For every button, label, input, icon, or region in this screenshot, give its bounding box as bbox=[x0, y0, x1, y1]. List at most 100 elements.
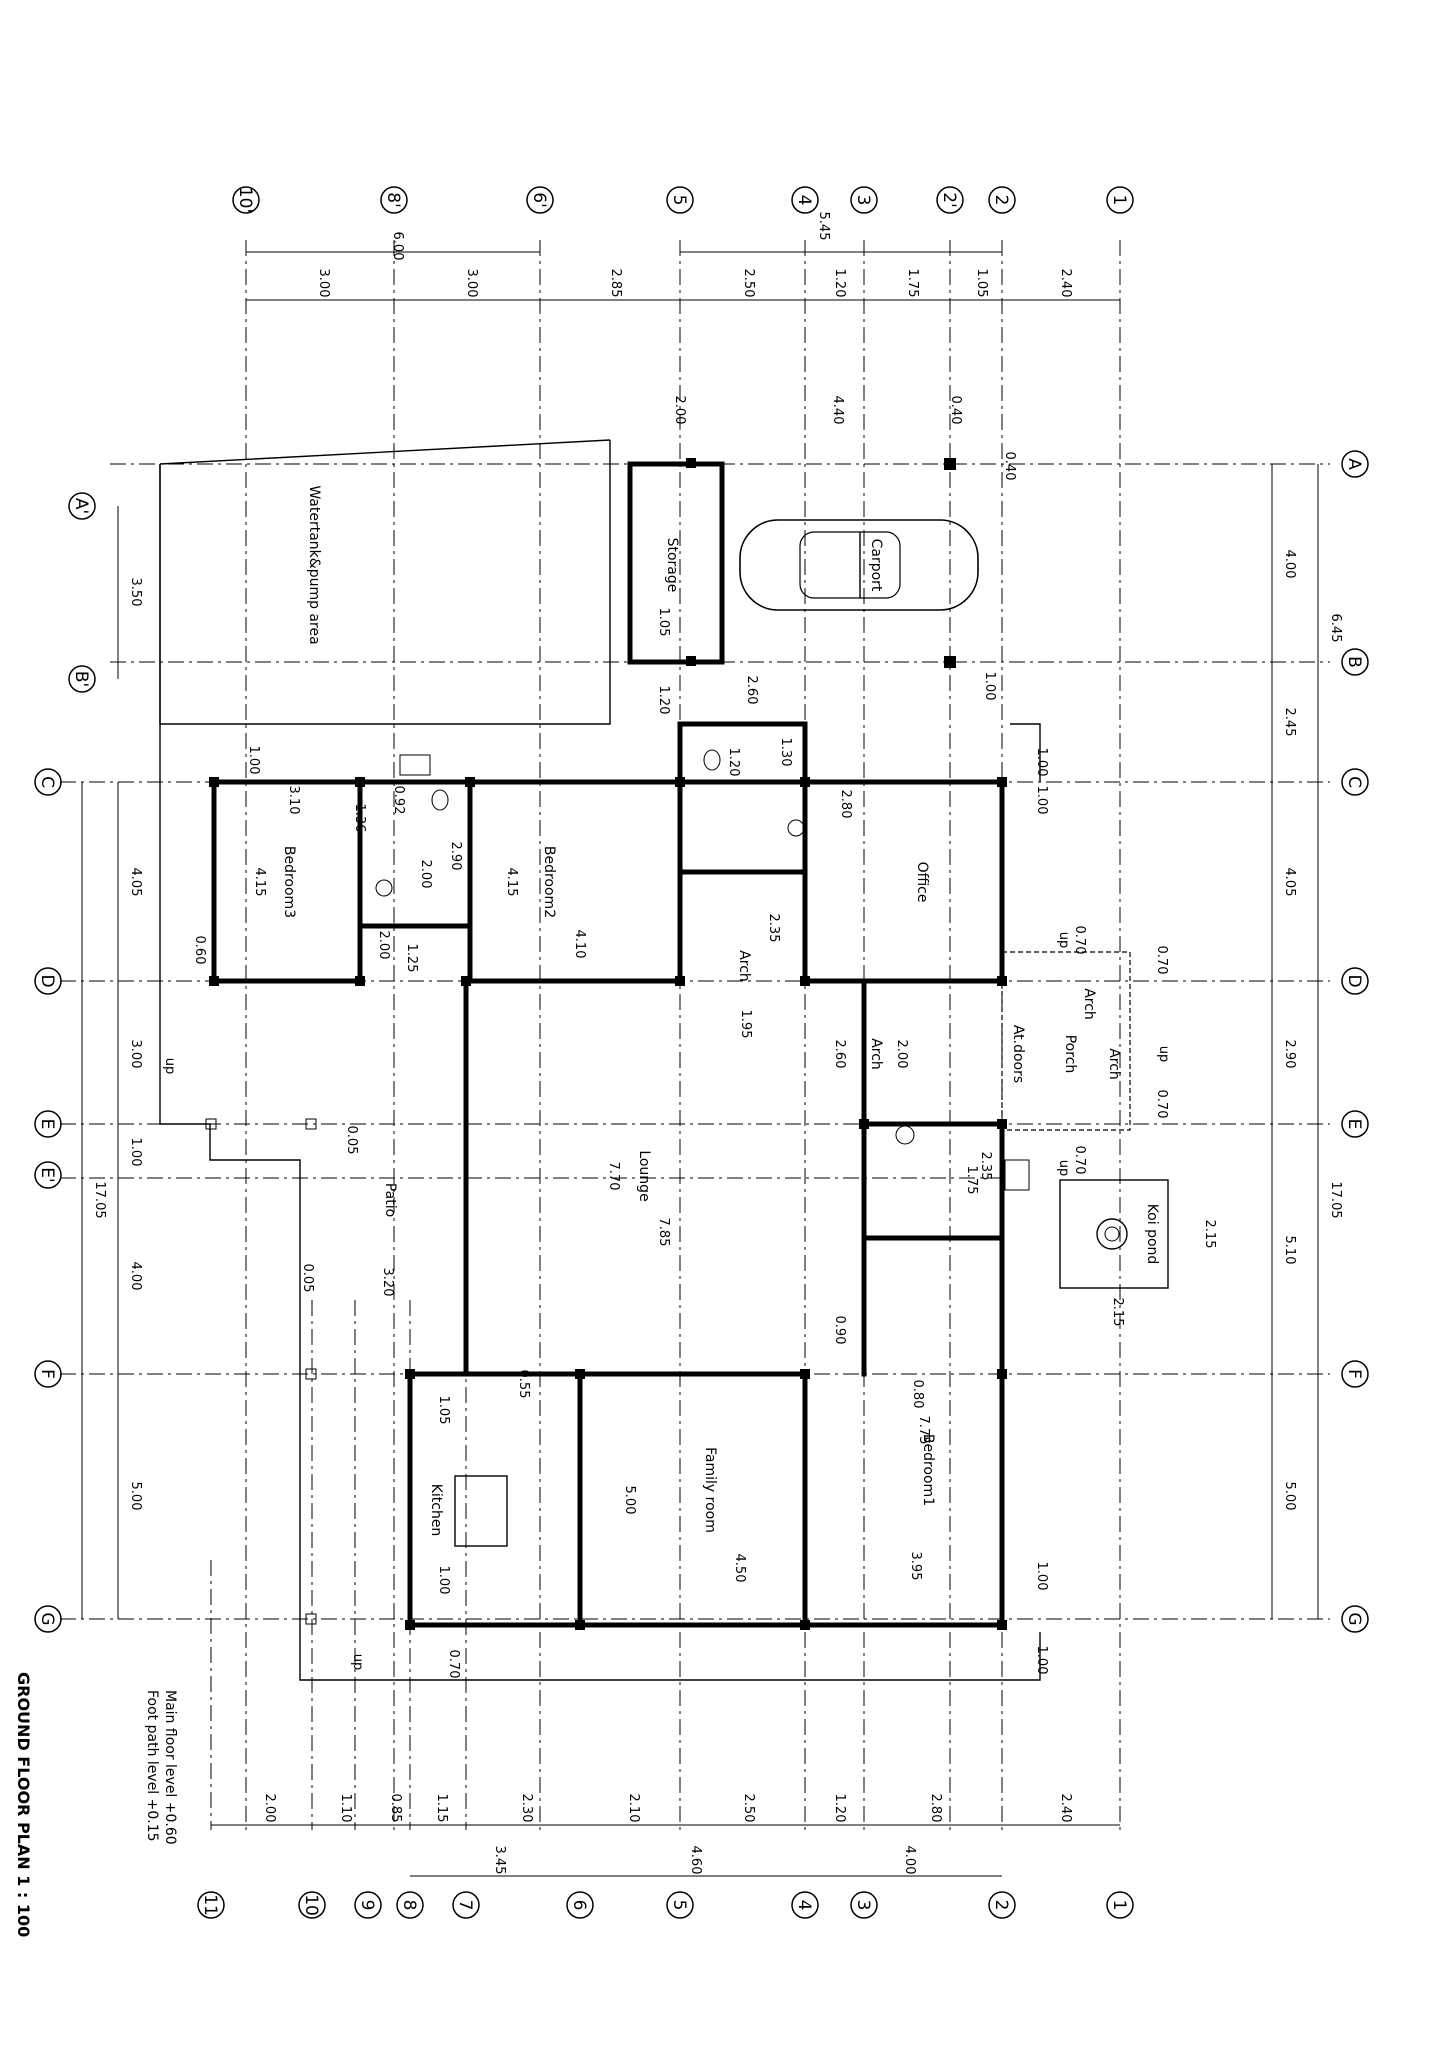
room-koi-pond: Koi pond bbox=[1144, 1204, 1160, 1265]
svg-text:4.00: 4.00 bbox=[1282, 550, 1297, 579]
svg-text:4.60: 4.60 bbox=[688, 1846, 703, 1875]
grid-label: B' bbox=[71, 671, 91, 687]
svg-text:1.00: 1.00 bbox=[1034, 786, 1049, 815]
room-arch: Arch bbox=[868, 1038, 884, 1070]
svg-text:1.00: 1.00 bbox=[1034, 1562, 1049, 1591]
svg-text:0.70: 0.70 bbox=[1154, 1090, 1169, 1119]
grid-label: E bbox=[1344, 1119, 1364, 1130]
toilet-icon bbox=[703, 749, 721, 771]
koi-pond-circle bbox=[1096, 1218, 1128, 1250]
grid-label: 1 bbox=[1109, 195, 1129, 206]
svg-text:2.90: 2.90 bbox=[448, 842, 463, 871]
svg-text:2.35: 2.35 bbox=[766, 914, 781, 943]
svg-text:2.60: 2.60 bbox=[832, 1040, 847, 1069]
up-arrow-icon: up bbox=[350, 1654, 365, 1671]
grid-label: 2 bbox=[991, 1900, 1011, 1911]
svg-text:1.00: 1.00 bbox=[982, 672, 997, 701]
grid-label: 7 bbox=[455, 1900, 475, 1911]
svg-text:0.60: 0.60 bbox=[192, 936, 207, 965]
svg-text:4.00: 4.00 bbox=[902, 1846, 917, 1875]
site-outlines bbox=[159, 439, 1041, 1681]
room-at-doors: At.doors bbox=[1010, 1025, 1026, 1083]
room-water-tank: Watertank&pump area bbox=[306, 485, 322, 644]
grid-bubbles-left: C D E E' F G A' B' bbox=[34, 492, 96, 1633]
svg-text:7.85: 7.85 bbox=[656, 1218, 671, 1247]
svg-text:1.30: 1.30 bbox=[778, 738, 793, 767]
grid-label: A bbox=[1344, 458, 1364, 470]
svg-text:1.20: 1.20 bbox=[832, 1794, 847, 1823]
svg-text:0.70: 0.70 bbox=[1154, 946, 1169, 975]
plan-notes: Main floor level +0.60 Foot path level +… bbox=[14, 1672, 178, 1937]
svg-text:2.50: 2.50 bbox=[741, 269, 756, 298]
room-arch: Arch bbox=[736, 950, 752, 982]
svg-text:0.80: 0.80 bbox=[910, 1380, 925, 1409]
columns bbox=[205, 458, 1007, 1630]
grid-label: D bbox=[1344, 974, 1364, 987]
svg-text:2.80: 2.80 bbox=[838, 790, 853, 819]
svg-text:17.05: 17.05 bbox=[1328, 1181, 1343, 1218]
svg-text:4.50: 4.50 bbox=[732, 1554, 747, 1583]
room-arch: Arch bbox=[1106, 1048, 1122, 1080]
room-patio: Patio bbox=[382, 1183, 398, 1217]
svg-text:1.15: 1.15 bbox=[434, 1794, 449, 1823]
svg-text:6.00: 6.00 bbox=[390, 232, 405, 261]
grid-label: 8 bbox=[399, 1900, 419, 1911]
svg-text:2.40: 2.40 bbox=[1058, 1794, 1073, 1823]
grid-bubbles-right: A B C D E F G bbox=[1341, 450, 1369, 1633]
svg-text:3.10: 3.10 bbox=[286, 786, 301, 815]
shower-icon bbox=[1004, 1159, 1030, 1191]
column-post-icon bbox=[944, 656, 956, 668]
svg-text:2.00: 2.00 bbox=[262, 1794, 277, 1823]
grid-label: A' bbox=[71, 498, 91, 514]
svg-text:3.00: 3.00 bbox=[316, 269, 331, 298]
room-labels: Storage Carport Watertank&pump area Bedr… bbox=[281, 485, 1160, 1536]
svg-text:2.85: 2.85 bbox=[608, 269, 623, 298]
svg-text:6.45: 6.45 bbox=[1328, 614, 1343, 643]
note-foot-path: Foot path level +0.15 bbox=[144, 1690, 160, 1842]
grid-label: 10 bbox=[301, 1894, 321, 1916]
svg-text:7.75: 7.75 bbox=[916, 1416, 931, 1445]
svg-text:1.20: 1.20 bbox=[656, 686, 671, 715]
svg-text:2.50: 2.50 bbox=[741, 1794, 756, 1823]
grid-label: 3 bbox=[853, 195, 873, 206]
svg-text:1.00: 1.00 bbox=[128, 1138, 143, 1167]
grid-label: 10' bbox=[235, 187, 255, 213]
svg-text:2.30: 2.30 bbox=[519, 1794, 534, 1823]
svg-text:1.20: 1.20 bbox=[832, 269, 847, 298]
svg-text:0.92: 0.92 bbox=[391, 786, 406, 815]
up-arrow-icon: up bbox=[1056, 1160, 1071, 1177]
svg-text:3.95: 3.95 bbox=[908, 1552, 923, 1581]
grid-label: C bbox=[37, 776, 57, 788]
svg-text:5.00: 5.00 bbox=[128, 1482, 143, 1511]
room-lounge: Lounge bbox=[636, 1150, 652, 1201]
dimension-labels-top: 6.00 5.45 3.00 3.00 2.85 2.50 1.20 1.75 … bbox=[316, 212, 1073, 298]
fixtures bbox=[375, 749, 1169, 1547]
grid-label: 8' bbox=[383, 192, 403, 208]
dimension-labels-bottom: 2.00 1.10 0.85 1.15 2.30 2.10 2.50 1.20 … bbox=[262, 1794, 1073, 1875]
svg-text:17.05: 17.05 bbox=[92, 1181, 107, 1218]
grid-label: 5 bbox=[669, 1900, 689, 1911]
svg-text:3.20: 3.20 bbox=[380, 1268, 395, 1297]
svg-text:1.00: 1.00 bbox=[246, 746, 261, 775]
svg-text:0.05: 0.05 bbox=[300, 1264, 315, 1293]
svg-text:4.15: 4.15 bbox=[252, 868, 267, 897]
room-family-room: Family room bbox=[702, 1447, 718, 1533]
svg-text:1.36: 1.36 bbox=[352, 804, 367, 833]
grid-bubbles-top: 10' 8' 6' 5 4 3 2' 2 1 bbox=[232, 186, 1134, 214]
svg-text:2.00: 2.00 bbox=[672, 396, 687, 425]
svg-text:0.55: 0.55 bbox=[516, 1370, 531, 1399]
room-arch: Arch bbox=[1081, 988, 1097, 1020]
interior-dimensions: 2.00 4.40 0.40 0.40 1.00 1.05 1.20 2.60 … bbox=[192, 396, 1217, 1679]
kitchen-island bbox=[454, 1475, 508, 1547]
walls bbox=[211, 461, 1005, 1628]
washbasin-icon bbox=[895, 1125, 915, 1145]
svg-text:0.70: 0.70 bbox=[1072, 1146, 1087, 1175]
grid-label: 1 bbox=[1109, 1900, 1129, 1911]
svg-text:4.05: 4.05 bbox=[128, 868, 143, 897]
svg-text:0.85: 0.85 bbox=[388, 1794, 403, 1823]
svg-text:1.00: 1.00 bbox=[1034, 748, 1049, 777]
svg-text:3.45: 3.45 bbox=[492, 1846, 507, 1875]
svg-text:1.95: 1.95 bbox=[738, 1010, 753, 1039]
washbasin-icon bbox=[375, 879, 393, 897]
